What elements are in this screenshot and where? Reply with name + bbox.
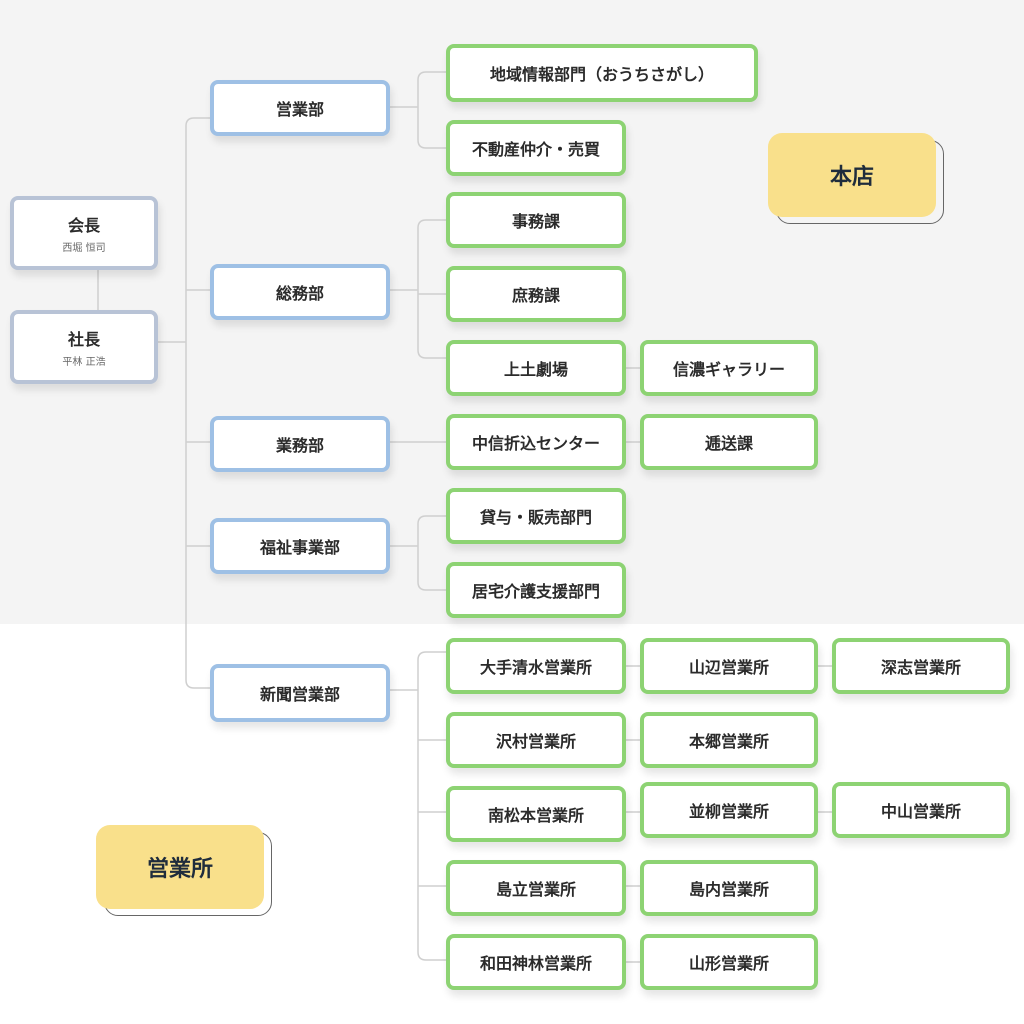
chairman-name: 西堀 恒司	[62, 243, 106, 254]
unit-delivery-section: 逓送課	[640, 414, 818, 470]
branch-sawamura-label: 沢村営業所	[495, 732, 576, 751]
unit-home-care-support-label: 居宅介護支援部門	[471, 582, 600, 601]
unit-chushin-insert-center-label: 中信折込センター	[471, 434, 600, 453]
unit-home-care-support: 居宅介護支援部門	[446, 562, 626, 618]
chairman-box: 会長 西堀 恒司	[10, 196, 158, 270]
unit-general-section-label: 庶務課	[511, 286, 560, 305]
hq-section-tag: 本店	[768, 133, 936, 217]
branch-omachi-shimizu-label: 大手清水営業所	[479, 658, 592, 677]
branch-namiyanagi: 並柳営業所	[640, 782, 818, 838]
dept-newspaper-sales: 新聞営業部	[210, 664, 390, 722]
dept-general-affairs: 総務部	[210, 264, 390, 320]
branch-nakayama-label: 中山営業所	[880, 802, 961, 821]
branch-sawamura: 沢村営業所	[446, 712, 626, 768]
branch-hongo: 本郷営業所	[640, 712, 818, 768]
branch-wada-kanbayashi-label: 和田神林営業所	[479, 954, 592, 973]
dept-welfare-label: 福祉事業部	[259, 538, 340, 557]
dept-sales-label: 営業部	[275, 100, 324, 119]
branch-yamabe: 山辺営業所	[640, 638, 818, 694]
dept-welfare: 福祉事業部	[210, 518, 390, 574]
branch-shimadachi: 島立営業所	[446, 860, 626, 916]
unit-shinano-gallery: 信濃ギャラリー	[640, 340, 818, 396]
unit-regional-info-label: 地域情報部門（おうちさがし）	[489, 65, 714, 84]
unit-kamitsuchi-theater-label: 上土劇場	[503, 360, 568, 379]
branch-yamagata-label: 山形営業所	[688, 954, 769, 973]
branch-fukashi-label: 深志営業所	[880, 658, 961, 677]
chairman-title: 会長	[67, 216, 100, 235]
branch-shimadachi-label: 島立営業所	[495, 880, 576, 899]
unit-regional-info: 地域情報部門（おうちさがし）	[446, 44, 758, 102]
hq-section-label: 本店	[829, 165, 874, 190]
president-title: 社長	[67, 330, 100, 349]
branch-hongo-label: 本郷営業所	[688, 732, 769, 751]
dept-newspaper-sales-label: 新聞営業部	[259, 685, 340, 704]
dept-general-affairs-label: 総務部	[275, 284, 324, 303]
branch-minami-matsumoto-label: 南松本営業所	[487, 806, 584, 825]
branch-section-tag: 営業所	[96, 825, 264, 909]
unit-general-section: 庶務課	[446, 266, 626, 322]
branch-section-label: 営業所	[146, 857, 213, 882]
dept-operations: 業務部	[210, 416, 390, 472]
branch-minami-matsumoto: 南松本営業所	[446, 786, 626, 842]
branch-fukashi: 深志営業所	[832, 638, 1010, 694]
unit-real-estate: 不動産仲介・売買	[446, 120, 626, 176]
unit-rental-sales: 貸与・販売部門	[446, 488, 626, 544]
branch-yamagata: 山形営業所	[640, 934, 818, 990]
dept-operations-label: 業務部	[275, 436, 324, 455]
unit-chushin-insert-center: 中信折込センター	[446, 414, 626, 470]
branch-nakayama: 中山営業所	[832, 782, 1010, 838]
branch-shimauchi: 島内営業所	[640, 860, 818, 916]
branch-shimauchi-label: 島内営業所	[688, 880, 769, 899]
president-name: 平林 正浩	[62, 357, 106, 368]
unit-delivery-section-label: 逓送課	[704, 434, 753, 453]
unit-admin-section-label: 事務課	[511, 212, 560, 231]
branch-omachi-shimizu: 大手清水営業所	[446, 638, 626, 694]
unit-rental-sales-label: 貸与・販売部門	[479, 508, 592, 527]
unit-admin-section: 事務課	[446, 192, 626, 248]
branch-namiyanagi-label: 並柳営業所	[688, 802, 769, 821]
dept-sales: 営業部	[210, 80, 390, 136]
unit-kamitsuchi-theater: 上土劇場	[446, 340, 626, 396]
unit-real-estate-label: 不動産仲介・売買	[471, 140, 600, 159]
president-box: 社長 平林 正浩	[10, 310, 158, 384]
branch-yamabe-label: 山辺営業所	[688, 658, 769, 677]
branch-wada-kanbayashi: 和田神林営業所	[446, 934, 626, 990]
unit-shinano-gallery-label: 信濃ギャラリー	[672, 360, 785, 379]
